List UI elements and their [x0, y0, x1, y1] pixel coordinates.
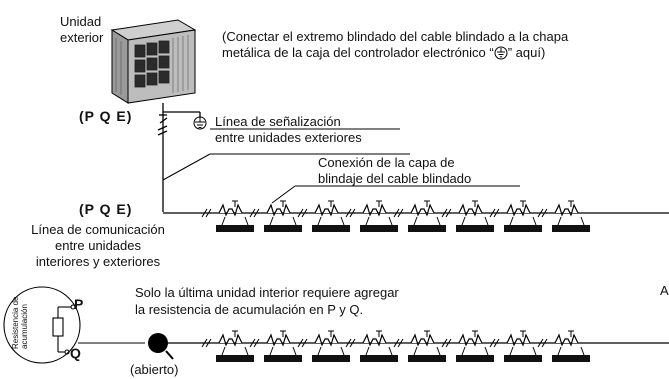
ground-inline-icon: [494, 46, 508, 60]
indoor-unit-terminal-icon: [201, 200, 254, 232]
indoor-unit-terminal-icon: [201, 330, 254, 362]
shield-note-line-2-b: ” aquí): [507, 45, 546, 60]
indoor-bus-row-2: [168, 330, 669, 362]
indoor-unit-terminal-icon: [489, 200, 542, 232]
indoor-unit-terminal-icon: [441, 200, 494, 232]
resistor-p-label: P: [74, 296, 84, 312]
shield-connection-leader: [271, 185, 296, 204]
outdoor-unit-icon: [110, 19, 197, 104]
shield-note-line-1: (Conectar el extremo blindado del cable …: [222, 29, 569, 44]
resistor-detail: [3, 286, 145, 364]
resistor-label: Resistencia de acumulación: [11, 296, 29, 349]
indoor-unit-terminal-icon: [393, 330, 446, 362]
indoor-unit-terminal-icon: [393, 200, 446, 232]
comm-line-label: Línea de comunicación entre unidades int…: [31, 222, 165, 269]
signal-line-label: Línea de señalización entre unidades ext…: [215, 114, 362, 145]
resistor-q-label: Q: [70, 345, 81, 361]
last-unit-note-line-1: Solo la última unidad interior requiere …: [135, 285, 399, 300]
indoor-bus-row-1: [163, 200, 669, 232]
indoor-unit-terminal-icon: [249, 330, 302, 362]
edge-letter: A: [660, 283, 669, 298]
indoor-unit-terminal-icon: [489, 330, 542, 362]
pqe-top-label: (P Q E): [79, 108, 133, 124]
shield-connection-label: Conexión de la capa de blindaje del cabl…: [318, 155, 472, 186]
magnifier-icon: [148, 333, 174, 360]
last-unit-note-line-2: la resistencia de acumulación en P y Q.: [135, 302, 364, 317]
indoor-unit-terminal-icon: [537, 330, 590, 362]
pqe-mid-label: (P Q E): [79, 201, 133, 217]
shield-note-line-2: metálica de la caja del controlador elec…: [222, 45, 545, 61]
indoor-unit-terminal-icon: [297, 200, 350, 232]
indoor-unit-terminal-icon: [537, 200, 590, 232]
outdoor-signal-wire: [157, 103, 410, 212]
ground-symbol-icon: [193, 116, 207, 130]
indoor-unit-terminal-icon: [441, 330, 494, 362]
indoor-unit-terminal-icon: [345, 330, 398, 362]
open-label: (abierto): [130, 362, 179, 377]
shield-note-line-2-a: metálica de la caja del controlador elec…: [222, 45, 494, 60]
indoor-unit-terminal-icon: [345, 200, 398, 232]
outdoor-unit-label: Unidad exterior: [60, 14, 104, 45]
indoor-unit-terminal-icon: [249, 200, 302, 232]
indoor-unit-terminal-icon: [297, 330, 350, 362]
